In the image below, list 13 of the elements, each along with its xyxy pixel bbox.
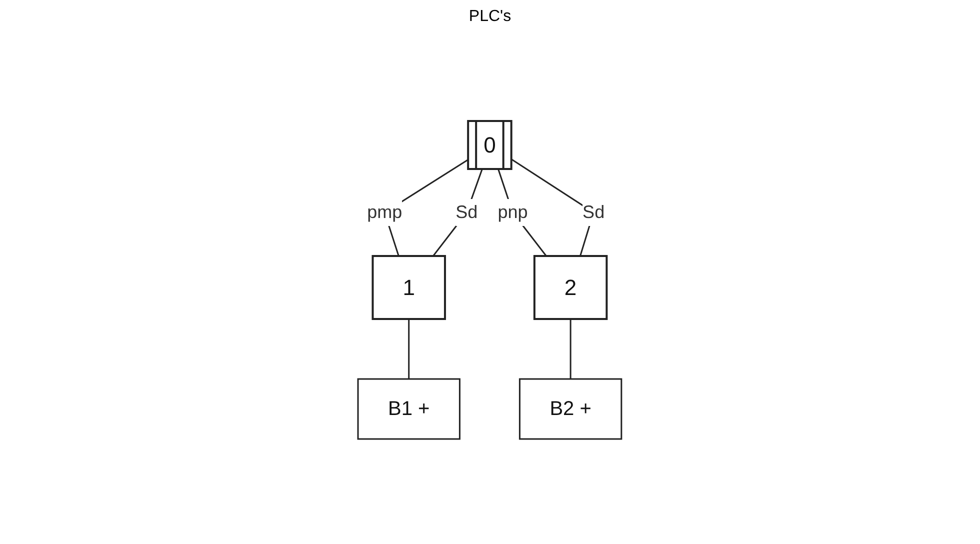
connector bbox=[408, 319, 410, 379]
edge-label: Sd bbox=[456, 202, 478, 222]
node-box: B2 + bbox=[519, 378, 622, 440]
edge-label: pmp bbox=[367, 202, 402, 222]
connector bbox=[498, 169, 548, 256]
connector bbox=[432, 169, 484, 256]
edge-label: pnp bbox=[498, 202, 528, 222]
node-box: 1 bbox=[372, 255, 446, 320]
node-box: B1 + bbox=[358, 378, 461, 440]
edge-label: Sd bbox=[582, 202, 605, 222]
diagram-title: PLC's bbox=[468, 8, 512, 26]
connector bbox=[570, 319, 572, 379]
node-box: 2 bbox=[534, 255, 608, 320]
